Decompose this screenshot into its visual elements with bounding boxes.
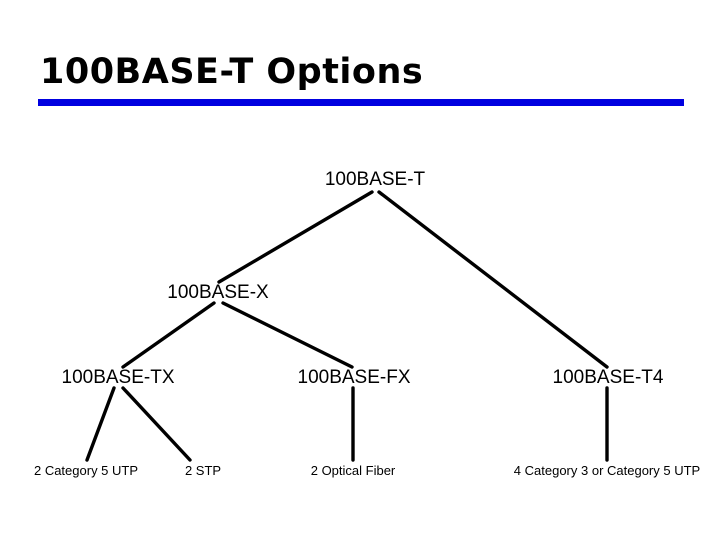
node-100base-t: 100BASE-T bbox=[324, 169, 426, 190]
node-100base-t4: 100BASE-T4 bbox=[552, 367, 664, 388]
leaf-2-stp: 2 STP bbox=[184, 463, 222, 478]
leaf-4-category-3-or-category-5-utp: 4 Category 3 or Category 5 UTP bbox=[513, 463, 701, 478]
leaf-2-category-5-utp: 2 Category 5 UTP bbox=[33, 463, 139, 478]
node-100base-fx: 100BASE-FX bbox=[297, 367, 411, 388]
edge-x-to-tx bbox=[121, 301, 216, 369]
edge-tx-to-cat5-utp bbox=[85, 386, 116, 462]
page-title: 100BASE-T Options bbox=[40, 52, 424, 92]
node-100base-x: 100BASE-X bbox=[167, 282, 269, 303]
edge-tx-to-stp bbox=[121, 386, 192, 462]
edge-root-to-100base-t4 bbox=[377, 190, 609, 369]
edge-x-to-fx bbox=[221, 301, 354, 369]
leaf-2-optical-fiber: 2 Optical Fiber bbox=[310, 463, 396, 478]
title-underline-rule bbox=[38, 99, 684, 106]
node-100base-tx: 100BASE-TX bbox=[61, 367, 175, 388]
edge-root-to-100base-x bbox=[217, 190, 374, 284]
